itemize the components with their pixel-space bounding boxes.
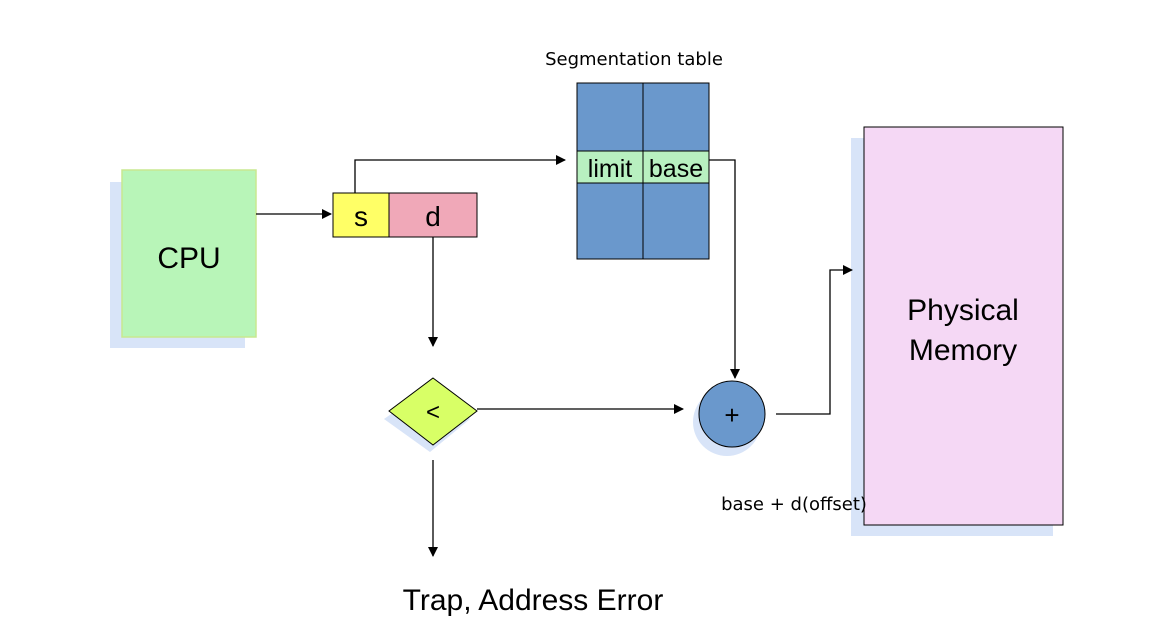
physical-memory: Physical Memory <box>851 126 1064 536</box>
segment-label: s <box>354 201 368 232</box>
table-base-cell <box>642 150 710 184</box>
segment-cell <box>332 192 390 238</box>
adder-symbol: + <box>724 400 739 430</box>
arrow-adder-to-memory <box>776 265 853 415</box>
logical-address: s d <box>332 192 478 238</box>
compare-symbol: < <box>426 399 440 426</box>
arrow-segment-to-table <box>354 155 566 193</box>
cpu-rect <box>121 169 257 338</box>
table-title: Segmentation table <box>545 49 723 70</box>
table-limit-label: limit <box>588 155 632 183</box>
compare-diamond: < <box>384 377 478 452</box>
trap-label: Trap, Address Error <box>403 584 664 617</box>
memory-label-line2: Memory <box>909 334 1017 367</box>
table-base-label: base <box>649 155 703 183</box>
cpu-box: CPU <box>110 169 257 348</box>
offset-cell <box>388 192 478 238</box>
sum-label: base + d(offset) <box>721 494 867 515</box>
compare-shape <box>388 377 478 446</box>
adder-shape <box>698 380 766 448</box>
segmentation-table: Segmentation table limit base <box>545 49 723 260</box>
arrow-base-to-adder <box>709 159 740 379</box>
connectors <box>256 155 853 557</box>
memory-label-line1: Physical <box>907 294 1019 327</box>
offset-label: d <box>425 201 441 232</box>
cpu-label: CPU <box>157 242 220 275</box>
adder-circle: + <box>693 380 766 456</box>
memory-rect <box>863 126 1064 526</box>
